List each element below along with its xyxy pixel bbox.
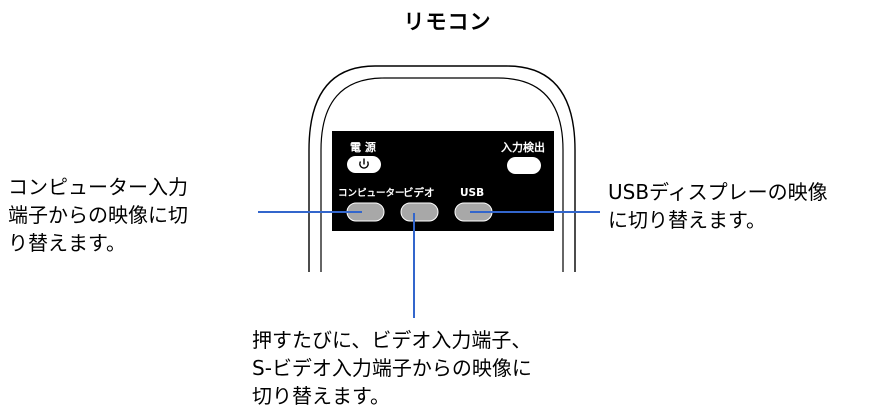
video-button[interactable]	[400, 202, 439, 222]
video-label: ビデオ	[403, 186, 435, 199]
source-search-button[interactable]	[507, 157, 541, 174]
video-callout-line: 押すたびに、ビデオ入力端子、	[252, 328, 532, 352]
computer-callout-line: コンピューター入力	[8, 175, 188, 199]
video-callout-line: S-ビデオ入力端子からの映像に	[252, 356, 532, 380]
usb-callout: USBディスプレーの映像 に切り替えます。	[608, 178, 828, 234]
computer-callout-line: り替えます。	[8, 231, 126, 255]
power-icon	[359, 158, 369, 169]
power-label: 電 源	[350, 140, 376, 154]
diagram-title: リモコン	[403, 10, 492, 34]
source-search-label: 入力検出	[501, 140, 545, 154]
usb-label: USB	[460, 187, 484, 199]
computer-label: コンピューター	[338, 187, 405, 199]
video-callout: 押すたびに、ビデオ入力端子、 S-ビデオ入力端子からの映像に 切り替えます。	[252, 326, 532, 410]
computer-callout: コンピューター入力 端子からの映像に切 り替えます。	[8, 173, 188, 257]
usb-callout-line: に切り替えます。	[608, 208, 766, 232]
usb-callout-line: USBディスプレーの映像	[608, 180, 828, 204]
power-button[interactable]	[347, 156, 381, 173]
video-callout-line: 切り替えます。	[252, 384, 390, 408]
computer-callout-line: 端子からの映像に切	[8, 203, 188, 227]
